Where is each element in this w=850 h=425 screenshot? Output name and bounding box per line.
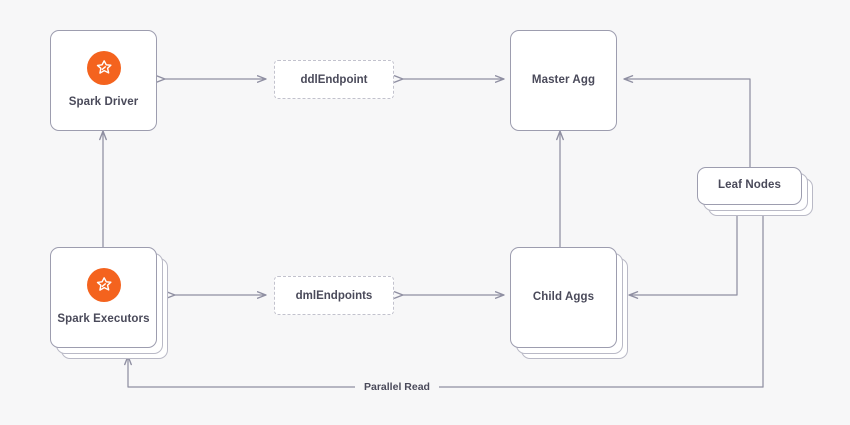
node-master-agg[interactable]: Master Agg xyxy=(510,30,617,131)
edge-leafnodes-masteragg xyxy=(623,79,751,169)
spark-logo-icon xyxy=(86,268,121,303)
node-child-aggs[interactable]: Child Aggs xyxy=(510,247,617,348)
edge-label-text: Parallel Read xyxy=(364,381,430,393)
edge-childaggs-leafnodes xyxy=(628,204,738,295)
node-label: Child Aggs xyxy=(532,290,595,303)
node-label: Spark Executors xyxy=(57,313,150,326)
endpoint-label: dmlEndpoints xyxy=(295,289,373,302)
node-spark-driver[interactable]: Spark Driver xyxy=(50,30,157,131)
edge-label-parallel-read: Parallel Read xyxy=(355,380,439,394)
node-spark-executors-stack: Spark Executors xyxy=(50,247,168,359)
spark-logo-icon xyxy=(86,51,121,86)
endpoint-ddl[interactable]: ddlEndpoint xyxy=(274,60,394,99)
node-label: Leaf Nodes xyxy=(718,179,781,192)
node-child-aggs-stack: Child Aggs xyxy=(510,247,628,359)
edge-parallel-read-bottom xyxy=(128,355,764,388)
endpoint-label: ddlEndpoint xyxy=(300,73,368,86)
node-leaf-nodes[interactable]: Leaf Nodes xyxy=(697,167,802,205)
node-label: Spark Driver xyxy=(68,96,139,109)
endpoint-dml[interactable]: dmlEndpoints xyxy=(274,276,394,315)
node-spark-executors[interactable]: Spark Executors xyxy=(50,247,157,348)
node-leaf-nodes-stack: Leaf Nodes xyxy=(697,167,813,216)
node-label: Master Agg xyxy=(531,73,596,86)
